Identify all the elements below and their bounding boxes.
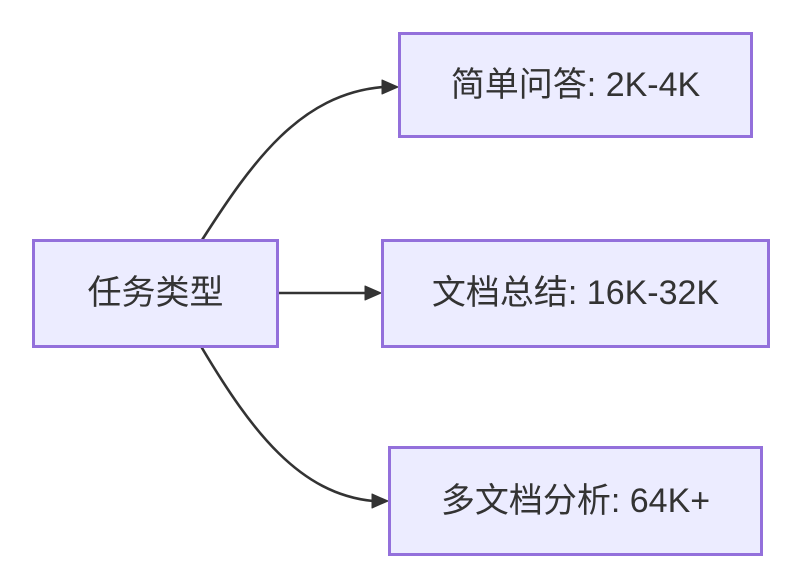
edge-task-type-to-multi-doc-analysis	[200, 346, 375, 503]
node-simple-qa-label: 简单问答: 2K-4K	[450, 65, 701, 104]
node-multi-doc-analysis: 多文档分析: 64K+	[388, 446, 763, 556]
node-simple-qa: 简单问答: 2K-4K	[398, 32, 753, 138]
edge-task-type-to-simple-qa	[200, 85, 385, 242]
node-doc-summary-label: 文档总结: 16K-32K	[431, 274, 720, 313]
arrowhead-doc-summary-icon	[364, 285, 382, 301]
node-task-type-label: 任务类型	[87, 274, 224, 313]
arrowhead-multi-doc-analysis-icon	[371, 493, 389, 509]
node-doc-summary: 文档总结: 16K-32K	[381, 239, 770, 348]
node-multi-doc-analysis-label: 多文档分析: 64K+	[440, 481, 711, 520]
arrowhead-simple-qa-icon	[381, 79, 399, 95]
node-task-type: 任务类型	[32, 239, 279, 348]
